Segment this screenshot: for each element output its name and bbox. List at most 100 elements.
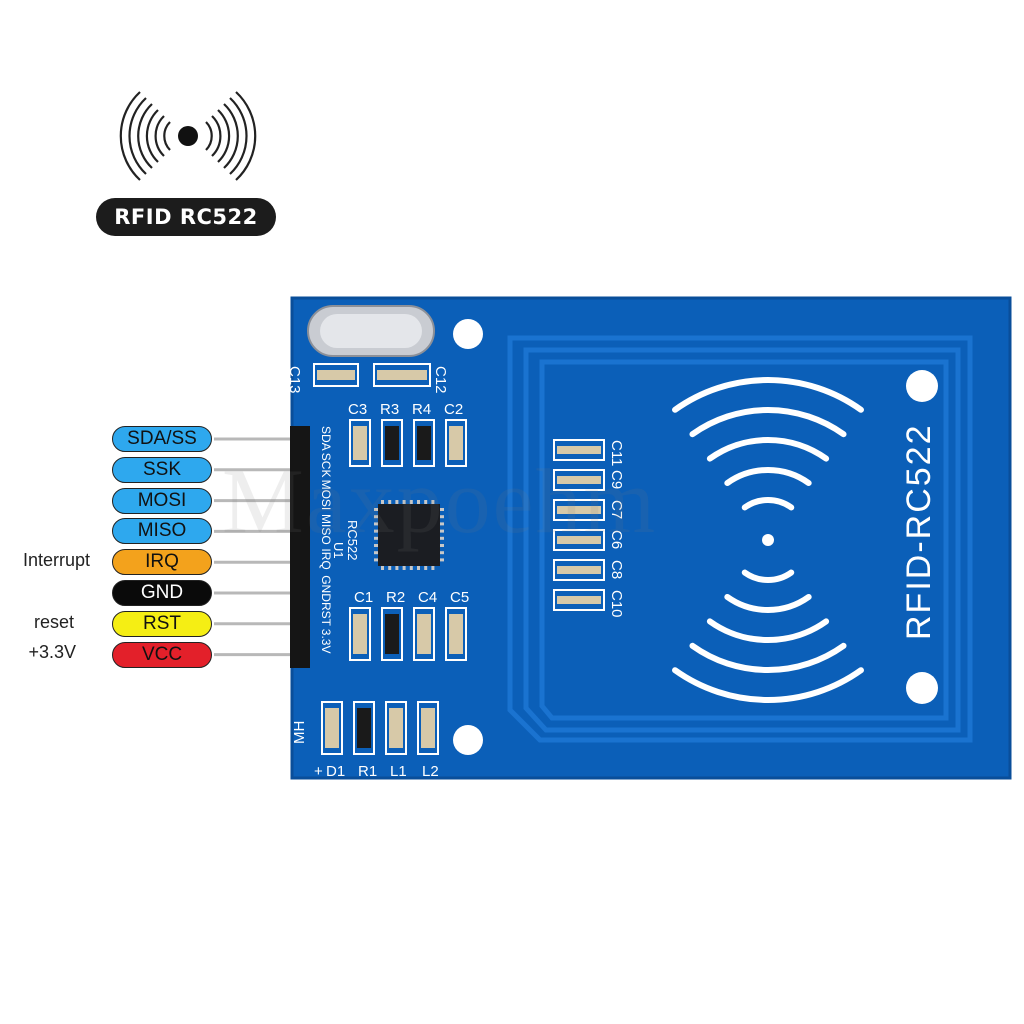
silk-c2: C2 (444, 401, 463, 418)
rf-arc-upper (689, 407, 847, 438)
watermark: Maxpoehm (222, 450, 658, 552)
smd-body (353, 614, 367, 654)
rf-arc-upper (672, 377, 864, 413)
silk-mh: MH (291, 721, 308, 744)
silk-pin-rst: RST (319, 602, 333, 627)
mount-hole (906, 370, 938, 402)
smd-body (421, 708, 435, 748)
smd-pad (445, 419, 467, 467)
silk-pin-mosi: MOSI (319, 480, 333, 511)
pin-label-vcc: VCC (112, 641, 212, 668)
smd-pad (349, 419, 371, 467)
pin-label-miso: MISO (112, 518, 212, 545)
antenna-coil (507, 335, 973, 743)
silk-c3: C3 (348, 401, 367, 418)
smd-body (357, 708, 371, 748)
smd-body (417, 426, 431, 460)
smd-body (417, 614, 431, 654)
silk-pin-sda: SDA (319, 426, 333, 451)
silk-l1: L1 (390, 763, 407, 780)
pin-label-rst: RST (112, 610, 212, 637)
pin-label-irq: IRQ (112, 549, 212, 576)
smd-body (377, 370, 427, 380)
smd-pad (381, 607, 403, 661)
mount-hole (453, 319, 483, 349)
smd-pad (373, 363, 431, 387)
smd-components (313, 363, 605, 755)
smd-body (557, 596, 601, 604)
product-title-badge: RFID RC522 (96, 198, 276, 236)
smd-body (557, 536, 601, 544)
silk-d1: D1 (326, 763, 345, 780)
silk-c4: C4 (418, 589, 437, 606)
silk-r4: R4 (412, 401, 431, 418)
smd-pad (553, 589, 605, 611)
pin-label-mosi: MOSI (112, 487, 212, 514)
rf-arc-upper (724, 467, 812, 487)
silk-r2: R2 (386, 589, 405, 606)
silk-plus: + (314, 763, 323, 780)
silk-c12: C12 (432, 366, 449, 394)
smd-pad (413, 419, 435, 467)
pin-label-ssk: SSK (112, 456, 212, 483)
silk-c7: C7 (608, 500, 625, 519)
rf-wave-arcs (672, 377, 864, 703)
silk-l2: L2 (422, 763, 439, 780)
silk-chip-ref: U1 (331, 542, 346, 559)
smd-body (385, 426, 399, 460)
smd-body (385, 614, 399, 654)
note-voltage: +3.3V (28, 642, 76, 662)
rf-arc-lower (741, 569, 795, 583)
mount-hole (453, 725, 483, 755)
smd-body (325, 708, 339, 748)
smd-body (557, 566, 601, 574)
silk-c1: C1 (354, 589, 373, 606)
rf-arc-lower (672, 667, 864, 703)
note-reset: reset (33, 612, 74, 632)
silk-c10: C10 (608, 590, 625, 618)
smd-body (449, 614, 463, 654)
smd-pad (349, 607, 371, 661)
smd-pad (353, 701, 375, 755)
smd-pad (321, 701, 343, 755)
silk-pin-gnd: GND (319, 575, 333, 602)
silk-pin-irq: IRQ (319, 548, 333, 569)
smd-body (449, 426, 463, 460)
pin-header (290, 426, 310, 668)
mount-hole (906, 672, 938, 704)
smd-pad (385, 701, 407, 755)
smd-pad (313, 363, 359, 387)
pin-label-sda-ss: SDA/SS (112, 426, 212, 452)
smd-body (557, 476, 601, 484)
smd-pad (553, 499, 605, 521)
board-name: RFID-RC522 (900, 424, 938, 640)
silk-c5: C5 (450, 589, 469, 606)
silk-r1: R1 (358, 763, 377, 780)
pin-label-gnd: GND (112, 580, 212, 606)
silk-pin-miso: MISO (319, 514, 333, 545)
rf-arc-upper (706, 437, 830, 462)
smd-pad (381, 419, 403, 467)
silk-c8: C8 (608, 560, 625, 579)
rf-arc-lower (706, 618, 830, 643)
rf-arc-lower (724, 593, 812, 613)
rc522-chip (374, 500, 444, 570)
smd-pad (445, 607, 467, 661)
smd-body (317, 370, 355, 380)
silk-chip-label: RC522 (345, 520, 360, 560)
smd-body (389, 708, 403, 748)
smd-pad (413, 607, 435, 661)
crystal-oscillator (307, 305, 435, 357)
silk-c9: C9 (608, 470, 625, 489)
smd-pad (553, 559, 605, 581)
smd-pad (553, 529, 605, 551)
silk-pin-sck: SCK (319, 453, 333, 478)
silk-pin-33v: 3.3V (319, 629, 333, 654)
rf-arc-upper (741, 497, 795, 511)
silk-c13: C13 (286, 366, 303, 394)
smd-pad (417, 701, 439, 755)
smd-body (353, 426, 367, 460)
